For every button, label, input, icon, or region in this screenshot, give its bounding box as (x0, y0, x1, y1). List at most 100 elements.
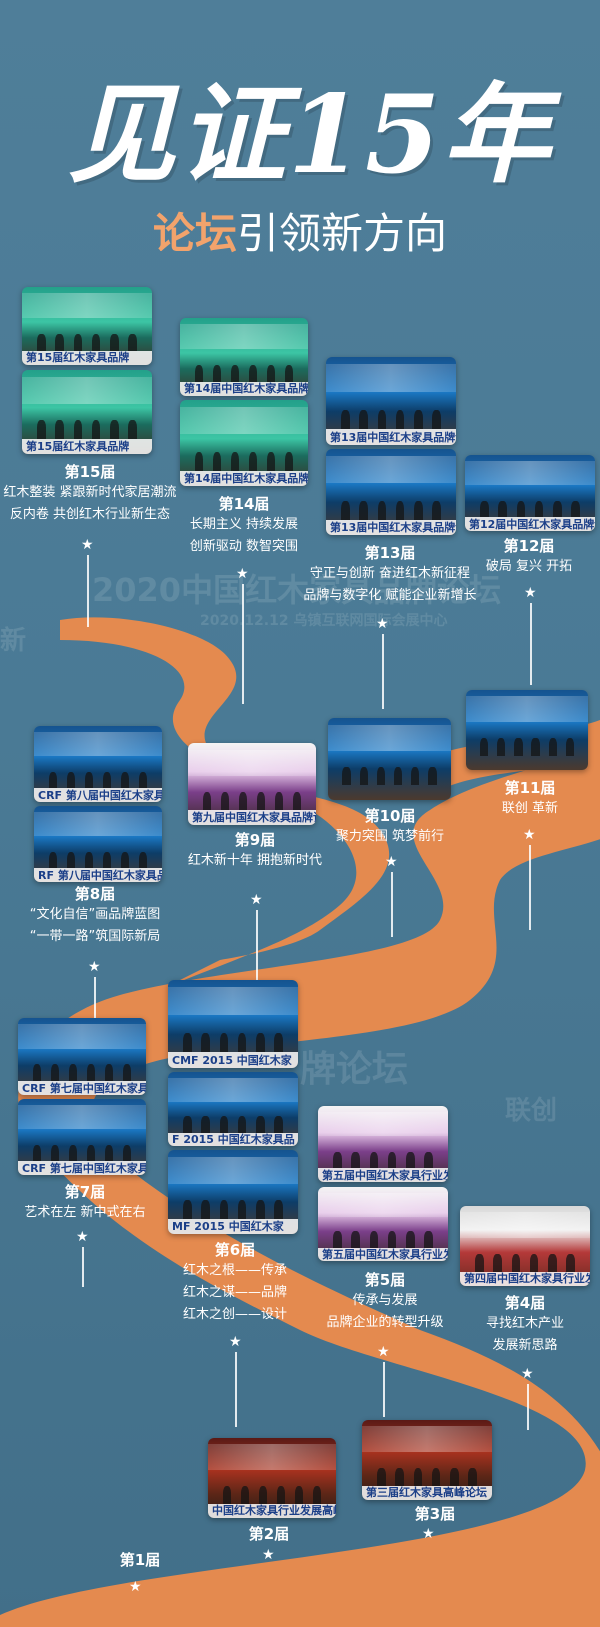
edition-11-label: 第11届 联创 革新 (480, 778, 580, 820)
timeline-pin (82, 1247, 84, 1287)
photo-caption: CRF 第八届中国红木家具品牌大会 (34, 788, 162, 802)
edition-title: 第11届 (504, 779, 556, 797)
edition-title: 第6届 (214, 1241, 256, 1259)
edition-line: 传承与发展 (352, 1293, 418, 1308)
photo-6-b: F 2015 中国红木家具品 (168, 1072, 298, 1146)
timeline-pin (383, 1362, 385, 1417)
subline-rest: 引领新方向 (237, 209, 448, 258)
photo-caption: CMF 2015 中国红木家 (168, 1052, 298, 1068)
photo-2: 中国红木家具行业发展高峰论坛 (208, 1438, 336, 1518)
photo-6-c: MF 2015 中国红木家 (168, 1150, 298, 1234)
photo-3: 第三届红木家具高峰论坛 (362, 1420, 492, 1500)
watermark-side: 新 (0, 626, 27, 656)
photo-caption: 第14届中国红木家具品牌论坛 (180, 381, 308, 396)
photo-caption: 第13届中国红木家具品牌论坛 (326, 519, 456, 535)
edition-line: 寻找红木产业 (485, 1316, 564, 1331)
edition-title: 第9届 (234, 831, 276, 849)
edition-line: 发展新思路 (492, 1338, 558, 1353)
photo-caption: 中国红木家具行业发展高峰论坛 (208, 1503, 336, 1518)
photo-caption: 第三届红木家具高峰论坛 (362, 1485, 492, 1500)
star-icon: ★ (129, 1579, 142, 1595)
edition-15-label: 第15届 红木整装 紧跟新时代家居潮流 反内卷 共创红木行业新生态 (0, 462, 180, 526)
edition-3-label: 第3届 (400, 1504, 470, 1524)
photo-6-a: CMF 2015 中国红木家 (168, 980, 298, 1068)
star-icon: ★ (81, 537, 94, 553)
star-icon: ★ (250, 892, 263, 908)
photo-5-a: 第五届中国红木家具行业发展高峰论坛 (318, 1106, 448, 1182)
watermark-title: 2020中国红木家具品牌论坛 (92, 571, 502, 609)
photo-7-b: CRF 第七届中国红木家具品牌大 (18, 1099, 146, 1175)
photo-11 (466, 690, 588, 770)
timeline-pin (382, 634, 384, 709)
photo-10 (328, 718, 451, 800)
photo-12: 第12届中国红木家具品牌论坛 (465, 455, 595, 531)
photo-caption: 第14届中国红木家具品牌论坛 (180, 470, 308, 486)
timeline-pin (235, 1352, 237, 1427)
timeline-pin (94, 977, 96, 1019)
star-icon: ★ (376, 616, 389, 632)
timeline-pin (87, 555, 89, 627)
edition-line: 创新驱动 数智突围 (189, 539, 299, 554)
edition-2-label: 第2届 (234, 1524, 304, 1544)
headline: 见证15年 (67, 72, 553, 198)
photo-caption: CRF 第七届中国红木家具品牌大 (18, 1161, 146, 1175)
timeline-pin (527, 1384, 529, 1430)
star-icon: ★ (229, 1334, 242, 1350)
photo-9: 第九届中国红木家具品牌论坛 (188, 743, 316, 825)
edition-13-label: 第13届 守正与创新 奋进红木新征程 品牌与数字化 赋能企业新增长 (290, 543, 490, 607)
edition-title: 第13届 (364, 544, 416, 562)
photo-caption: 第12届中国红木家具品牌论坛 (465, 517, 595, 531)
edition-8-label: 第8届 “文化自信”画品牌蓝图 “一带一路”筑国际新局 (10, 884, 180, 948)
edition-title: 第1届 (119, 1551, 161, 1569)
edition-line: “一带一路”筑国际新局 (29, 929, 161, 944)
timeline-pin (242, 584, 244, 704)
photo-7-a: CRF 第七届中国红木家具品牌大 (18, 1018, 146, 1095)
photo-14-b: 第14届中国红木家具品牌论坛 (180, 400, 308, 486)
photo-caption: RF 第八届中国红木家具品牌大会 (34, 868, 162, 882)
edition-line: 破局 复兴 开拓 (485, 559, 573, 574)
edition-line: 红木之谋——品牌 (182, 1285, 287, 1300)
edition-line: 红木之根——传承 (182, 1263, 287, 1278)
photo-4: 第四届中国红木家具行业发展高峰论坛 (460, 1206, 590, 1286)
edition-title: 第2届 (248, 1525, 290, 1543)
edition-title: 第10届 (364, 807, 416, 825)
edition-line: 聚力突围 筑梦前行 (335, 829, 445, 844)
edition-title: 第8届 (74, 885, 116, 903)
watermark-mid: 牌论坛 (300, 1049, 409, 1090)
subline: 论坛引领新方向 (0, 200, 600, 261)
photo-caption: 第15届红木家具品牌 (22, 438, 152, 454)
edition-5-label: 第5届 传承与发展 品牌企业的转型升级 (305, 1270, 465, 1334)
edition-12-label: 第12届 破局 复兴 开拓 (470, 536, 588, 578)
edition-line: 联创 革新 (501, 801, 559, 816)
edition-line: 长期主义 持续发展 (189, 517, 299, 532)
photo-caption: 第13届中国红木家具品牌论坛 (326, 429, 456, 445)
watermark-right: 联创 (505, 1096, 558, 1126)
photo-caption: 第五届中国红木家具行业发展高峰论坛 (318, 1168, 448, 1182)
edition-title: 第5届 (364, 1271, 406, 1289)
star-icon: ★ (385, 854, 398, 870)
edition-9-label: 第9届 红木新十年 拥抱新时代 (180, 830, 330, 872)
photo-caption: CRF 第七届中国红木家具品牌大 (18, 1081, 146, 1095)
star-icon: ★ (523, 827, 536, 843)
edition-line: 红木之创——设计 (182, 1307, 287, 1322)
photo-13-b: 第13届中国红木家具品牌论坛 (326, 449, 456, 535)
edition-line: 反内卷 共创红木行业新生态 (9, 507, 171, 522)
photo-caption: 第九届中国红木家具品牌论坛 (188, 810, 316, 825)
edition-7-label: 第7届 艺术在左 新中式在右 (10, 1182, 160, 1224)
timeline-pin (529, 845, 531, 930)
star-icon: ★ (236, 566, 249, 582)
photo-8-b: RF 第八届中国红木家具品牌大会 (34, 806, 162, 882)
edition-line: 守正与创新 奋进红木新征程 (309, 566, 471, 581)
watermark-subtitle: 2020.12.12 乌镇互联网国际会展中心 (200, 613, 448, 629)
edition-line: 品牌企业的转型升级 (326, 1315, 444, 1330)
edition-title: 第7届 (64, 1183, 106, 1201)
timeline-pin (391, 872, 393, 937)
star-icon: ★ (76, 1229, 89, 1245)
star-icon: ★ (521, 1366, 534, 1382)
edition-title: 第15届 (64, 463, 116, 481)
edition-14-label: 第14届 长期主义 持续发展 创新驱动 数智突围 (170, 494, 318, 558)
edition-line: 红木新十年 拥抱新时代 (187, 853, 323, 868)
timeline-pin (256, 910, 258, 980)
photo-caption: MF 2015 中国红木家 (168, 1218, 298, 1234)
photo-14-a: 第14届中国红木家具品牌论坛 (180, 318, 308, 396)
